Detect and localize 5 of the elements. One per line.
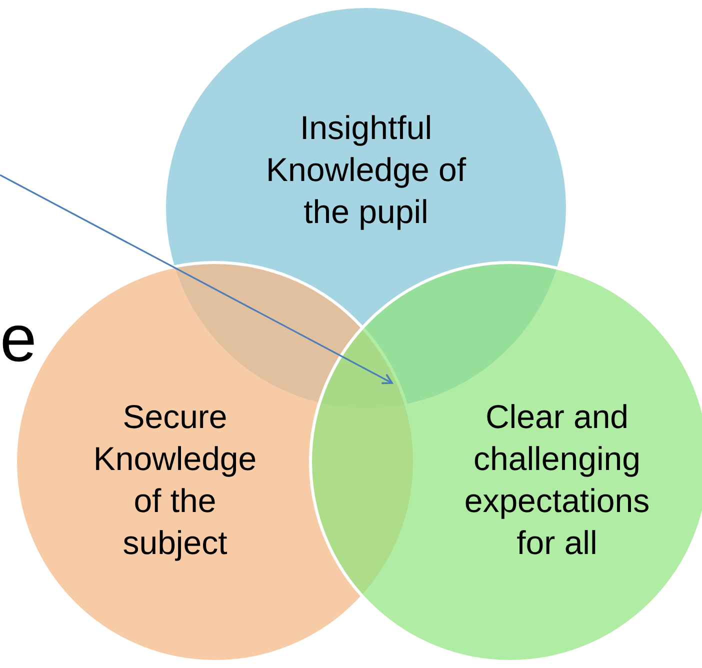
circle-label: Insightful Knowledge of the pupil xyxy=(265,108,468,232)
cut-off-text: e xyxy=(0,303,37,373)
circle-label: Clear and challenging expectations for all xyxy=(463,397,651,563)
arrow xyxy=(0,174,393,384)
circle-label: Secure Knowledge of the subject xyxy=(92,397,258,563)
